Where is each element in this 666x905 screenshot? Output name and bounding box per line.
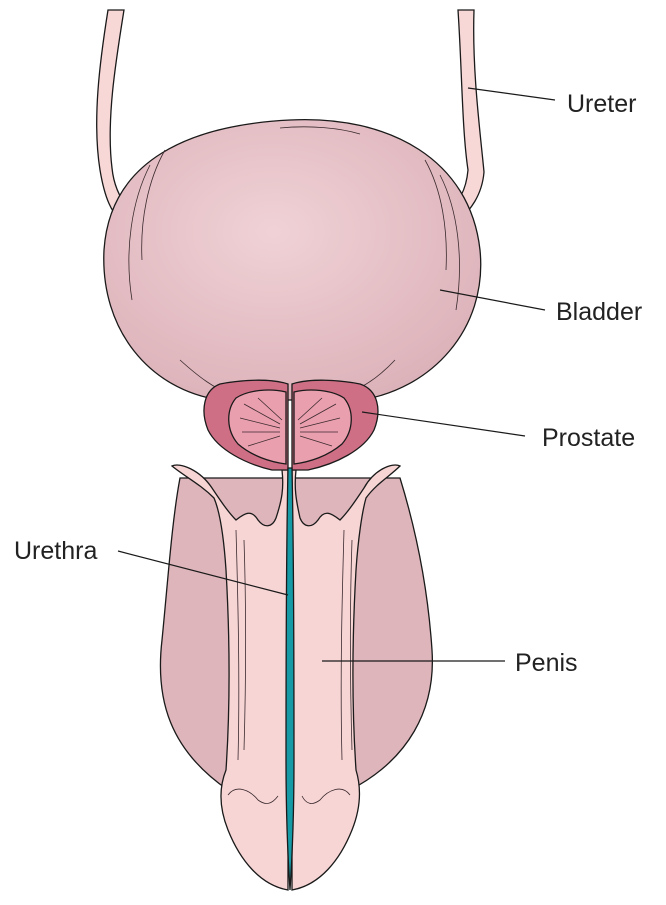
bladder bbox=[104, 120, 481, 400]
bladder-label: Bladder bbox=[556, 298, 642, 326]
prostate-leader-line bbox=[362, 412, 525, 436]
urethra-label: Urethra bbox=[14, 537, 97, 565]
penis-label: Penis bbox=[515, 649, 578, 677]
ureter-label: Ureter bbox=[567, 90, 636, 118]
urethra bbox=[286, 468, 294, 890]
prostate-label: Prostate bbox=[542, 424, 635, 452]
ureter-leader-line bbox=[468, 88, 555, 100]
